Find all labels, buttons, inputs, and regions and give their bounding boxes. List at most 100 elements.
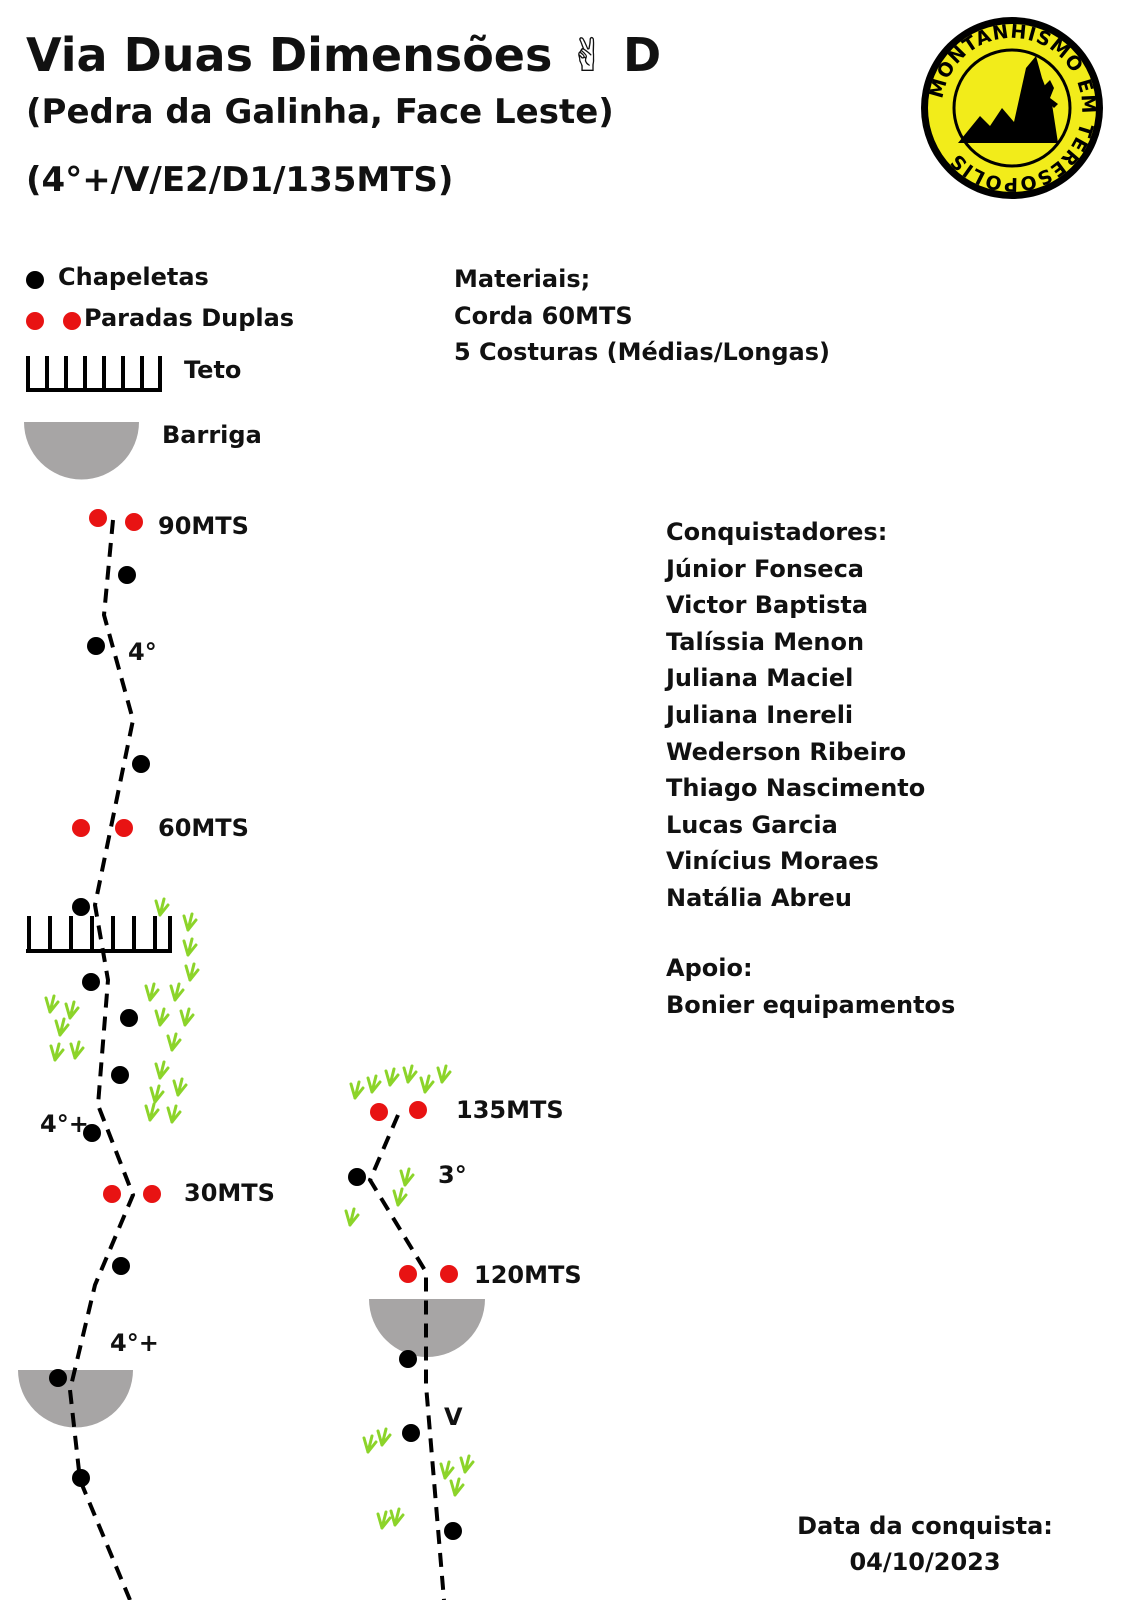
legend-bolt-icon — [26, 271, 44, 289]
legend-bulge-icon — [24, 422, 139, 480]
grass-icon — [349, 1080, 365, 1100]
bolt-dot — [120, 1009, 138, 1027]
support-block: Apoio: Bonier equipamentos — [666, 950, 955, 1023]
materials-rope: Corda 60MTS — [454, 301, 633, 330]
route-line-left — [67, 519, 136, 1600]
conqueror-name: Thiago Nascimento — [666, 774, 926, 803]
conqueror-name: Natália Abreu — [666, 883, 852, 912]
grass-icon — [392, 1187, 408, 1207]
grass-icon — [166, 1104, 182, 1124]
legend-anchor-dot-icon — [26, 312, 44, 330]
conquest-date-label: Data da conquista: — [797, 1512, 1053, 1540]
bolt-dot — [402, 1424, 420, 1442]
bolt-dot — [399, 1350, 417, 1368]
materials-block: Materiais; Corda 60MTS 5 Costuras (Média… — [454, 261, 830, 371]
route-suffix: D — [622, 28, 662, 82]
grass-icon — [436, 1064, 452, 1084]
anchor-label-90: 90MTS — [158, 512, 249, 540]
conqueror-name: Juliana Inereli — [666, 700, 854, 729]
grass-icon — [182, 937, 198, 957]
grass-icon — [64, 1000, 80, 1020]
conquerors-title: Conquistadores: — [666, 518, 888, 546]
grass-icon — [439, 1460, 455, 1480]
anchor-dot — [89, 509, 107, 527]
bolt-dot — [348, 1168, 366, 1186]
conquest-date-block: Data da conquista: 04/10/2023 — [780, 1508, 1070, 1580]
bolt-dot — [72, 1469, 90, 1487]
bolt-dot — [49, 1369, 67, 1387]
bolt-dot — [132, 755, 150, 773]
anchors — [72, 509, 458, 1283]
bolt-dot — [118, 566, 136, 584]
grass-icon — [54, 1017, 70, 1037]
grass-icon — [399, 1167, 415, 1187]
materials-title: Materiais; — [454, 265, 591, 293]
grass-icon — [376, 1510, 392, 1530]
grass-icon — [49, 1042, 65, 1062]
montanhismo-logo: MONTANHISMO EM TERESÓPOLIS — [921, 17, 1103, 199]
conqueror-name: Vinícius Moraes — [666, 847, 879, 876]
bolt-dot — [112, 1257, 130, 1275]
grass-icon — [144, 1102, 160, 1122]
grass-icon — [69, 1040, 85, 1060]
anchor-dot — [399, 1265, 417, 1283]
conqueror-name: Lucas Garcia — [666, 810, 838, 839]
grass-icon — [384, 1067, 400, 1087]
anchor-dot — [115, 819, 133, 837]
grass-icon — [449, 1477, 465, 1497]
grass-icon — [419, 1074, 435, 1094]
route-location: (Pedra da Galinha, Face Leste) — [26, 92, 614, 132]
legend-roof-icon — [26, 356, 162, 392]
legend-graphics — [24, 271, 162, 480]
legend-bulge-label: Barriga — [162, 421, 262, 449]
mountain-icon — [958, 56, 1058, 143]
conqueror-name: Victor Baptista — [666, 591, 869, 620]
victory-hand-icon: ✌ — [568, 28, 607, 82]
grass-icon — [182, 912, 198, 932]
bolts — [49, 566, 462, 1540]
anchor-dot — [125, 513, 143, 531]
grass-icon — [154, 1060, 170, 1080]
bolt-dot — [83, 1124, 101, 1142]
anchor-dot — [143, 1185, 161, 1203]
bolt-dot — [72, 898, 90, 916]
grass-icon — [376, 1427, 392, 1447]
bolt-dot — [87, 637, 105, 655]
grass-icon — [154, 1007, 170, 1027]
grass-icon — [184, 962, 200, 982]
support-sponsor: Bonier equipamentos — [666, 990, 956, 1019]
legend-anchor-dot-icon — [63, 312, 81, 330]
grass-icon — [169, 982, 185, 1002]
anchor-label-120: 120MTS — [474, 1261, 582, 1289]
support-title: Apoio: — [666, 954, 753, 982]
roof-icon — [26, 916, 172, 953]
anchor-dot — [440, 1265, 458, 1283]
grass-icon — [144, 982, 160, 1002]
anchor-label-135: 135MTS — [456, 1096, 564, 1124]
page-title: Via Duas Dimensões ✌ D — [26, 28, 661, 82]
grass-icon — [154, 897, 170, 917]
anchor-dot — [370, 1103, 388, 1121]
grass-icon — [179, 1007, 195, 1027]
anchor-dot — [72, 819, 90, 837]
logo-inner-ring — [952, 48, 1072, 168]
bolt-dot — [82, 973, 100, 991]
grade-label: V — [444, 1403, 463, 1431]
bulge-icon — [18, 1370, 133, 1428]
bolt-dot — [111, 1066, 129, 1084]
conqueror-name: Júnior Fonseca — [666, 554, 864, 583]
grade-label: 3° — [438, 1161, 467, 1189]
grass-icon — [44, 994, 60, 1014]
route-name: Via Duas Dimensões — [26, 28, 553, 82]
grass-icon — [172, 1077, 188, 1097]
anchor-label-30: 30MTS — [184, 1179, 275, 1207]
anchor-dot — [409, 1101, 427, 1119]
grade-label: 4° — [128, 638, 157, 666]
conqueror-name: Juliana Maciel — [666, 664, 854, 693]
conqueror-name: Talíssia Menon — [666, 627, 865, 656]
grass-icon — [166, 1032, 182, 1052]
grass-icon — [149, 1084, 165, 1104]
legend-anchors-label: Paradas Duplas — [84, 304, 295, 332]
conqueror-name: Wederson Ribeiro — [666, 737, 907, 766]
